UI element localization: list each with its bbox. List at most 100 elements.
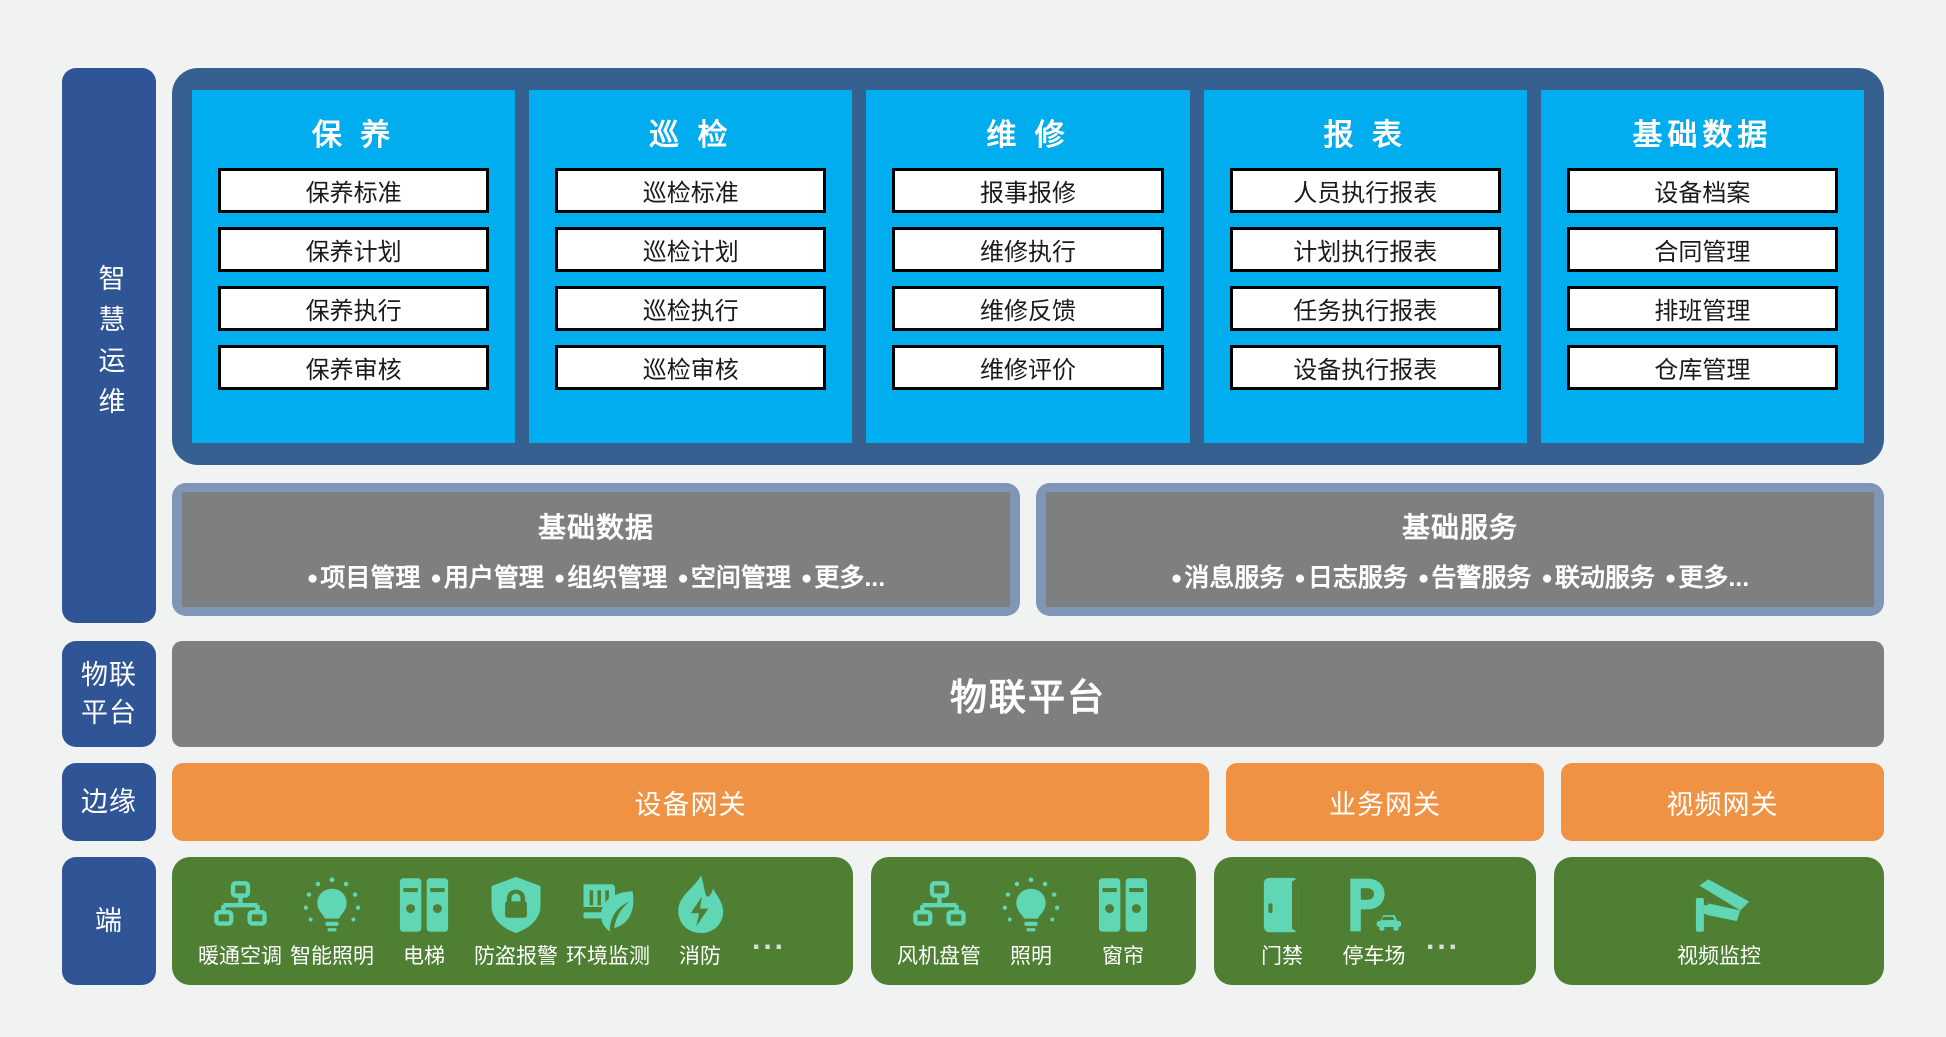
ops-module-item[interactable]: 维修执行 — [892, 227, 1164, 272]
terminal-device-label: 消防 — [679, 945, 721, 968]
foundation-strip: 基础服务●消息服务●日志服务●告警服务●联动服务●更多... — [1036, 483, 1884, 616]
ops-module-item[interactable]: 设备执行报表 — [1229, 345, 1501, 390]
ops-column: 维 修报事报修维修执行维修反馈维修评价 — [866, 90, 1190, 443]
terminal-device[interactable]: 风机盘管 — [893, 872, 985, 970]
foundation-strip-item-label: 告警服务 — [1431, 563, 1532, 592]
terminal-device[interactable]: 智能照明 — [286, 872, 378, 970]
ops-module-item[interactable]: 保养标准 — [218, 168, 490, 213]
ops-module-item[interactable]: 任务执行报表 — [1229, 286, 1501, 331]
rail-iot-platform: 物联平台 — [62, 641, 156, 747]
ops-module-item[interactable]: 保养执行 — [218, 286, 490, 331]
bullet-icon: ● — [430, 567, 442, 589]
ops-module-item[interactable]: 计划执行报表 — [1229, 227, 1501, 272]
terminal-device-label: 暖通空调 — [198, 945, 282, 968]
ops-module-item[interactable]: 保养审核 — [218, 345, 490, 390]
foundation-strip-title: 基础数据 — [537, 511, 654, 543]
foundation-strip-item[interactable]: ●消息服务 — [1171, 558, 1285, 594]
terminal-device[interactable]: 门禁 — [1236, 872, 1328, 970]
edge-gateway-row: 设备网关 业务网关 视频网关 — [172, 763, 1884, 841]
ops-column: 巡 检巡检标准巡检计划巡检执行巡检审核 — [529, 90, 853, 443]
terminal-device-label: 智能照明 — [290, 945, 374, 968]
elevator-doors-icon — [399, 872, 449, 934]
terminal-device[interactable]: 电梯 — [378, 872, 470, 970]
bullet-icon: ● — [1170, 567, 1183, 589]
terminal-device[interactable]: 窗帘 — [1077, 872, 1169, 970]
ops-module-item[interactable]: 人员执行报表 — [1229, 168, 1501, 213]
gateway-business[interactable]: 业务网关 — [1226, 763, 1544, 841]
ops-module-item[interactable]: 巡检执行 — [555, 286, 827, 331]
foundation-strip-item[interactable]: ●项目管理 — [307, 558, 421, 594]
terminal-device-label: 停车场 — [1342, 945, 1406, 968]
ops-module-item[interactable]: 合同管理 — [1566, 227, 1839, 272]
lightbulb-icon — [1002, 872, 1060, 934]
ops-module-item[interactable]: 巡检标准 — [555, 168, 827, 213]
terminal-device-row: 暖通空调 智能照明 电梯 — [172, 857, 1884, 985]
terminal-device[interactable]: 视频监控 — [1673, 872, 1765, 970]
foundation-strip-row: 基础数据●项目管理●用户管理●组织管理●空间管理●更多...基础服务●消息服务●… — [172, 483, 1884, 616]
iot-platform-label: 物联平台 — [950, 677, 1106, 718]
ops-module-item[interactable]: 仓库管理 — [1566, 345, 1839, 390]
bullet-icon: ● — [1541, 567, 1553, 589]
ops-module-item[interactable]: 巡检计划 — [555, 227, 827, 272]
foundation-strip-item[interactable]: ●更多... — [1665, 558, 1749, 594]
foundation-strip-item[interactable]: ●更多... — [801, 558, 885, 594]
more-devices-ellipsis-icon[interactable]: ... — [1426, 923, 1461, 956]
terminal-device-label: 风机盘管 — [897, 945, 981, 968]
ops-module-item[interactable]: 维修评价 — [892, 345, 1164, 390]
terminal-device-label: 视频监控 — [1677, 945, 1761, 968]
gateway-video[interactable]: 视频网关 — [1561, 763, 1884, 841]
ops-column-title: 基础数据 — [1632, 119, 1773, 152]
more-devices-ellipsis-icon[interactable]: ... — [752, 923, 787, 956]
smart-operations-panel: 保 养保养标准保养计划保养执行保养审核巡 检巡检标准巡检计划巡检执行巡检审核维 … — [172, 68, 1884, 465]
gateway-video-label: 视频网关 — [1666, 789, 1779, 820]
foundation-strip-item[interactable]: ●告警服务 — [1418, 558, 1532, 594]
foundation-strip-item[interactable]: ●组织管理 — [554, 558, 668, 594]
rail-label-iot-platform: 物联平台 — [81, 659, 137, 728]
foundation-strip-item-label: 空间管理 — [690, 563, 791, 592]
door-icon — [1260, 872, 1304, 934]
ops-column-title: 保 养 — [311, 119, 396, 152]
foundation-strip-item-label: 日志服务 — [1307, 563, 1408, 592]
terminal-device-card: 风机盘管 照明 窗帘 — [871, 857, 1196, 985]
foundation-strip-item[interactable]: ●日志服务 — [1294, 558, 1408, 594]
terminal-device[interactable]: 停车场 — [1328, 872, 1420, 970]
cctv-camera-icon — [1687, 872, 1751, 934]
ops-module-item[interactable]: 维修反馈 — [892, 286, 1164, 331]
ops-module-item[interactable]: 排班管理 — [1566, 286, 1839, 331]
foundation-strip-item[interactable]: ●联动服务 — [1541, 558, 1655, 594]
foundation-strip-items: ●消息服务●日志服务●告警服务●联动服务●更多... — [1171, 558, 1749, 594]
foundation-strip-item[interactable]: ●用户管理 — [430, 558, 544, 594]
foundation-strip-items: ●项目管理●用户管理●组织管理●空间管理●更多... — [307, 558, 885, 594]
ops-module-item[interactable]: 设备档案 — [1566, 168, 1839, 213]
terminal-device-label: 照明 — [1010, 945, 1052, 968]
flame-bolt-icon — [676, 872, 724, 934]
rail-label-smart-operations: 智慧运维 — [94, 263, 125, 428]
foundation-strip-item-label: 用户管理 — [443, 563, 544, 592]
ops-column-title: 维 修 — [986, 119, 1070, 152]
terminal-device[interactable]: 消防 — [654, 872, 746, 970]
network-topology-icon — [911, 872, 967, 934]
shield-lock-icon — [490, 872, 542, 934]
ops-column-title: 巡 检 — [649, 119, 733, 152]
ops-module-item[interactable]: 巡检审核 — [555, 345, 827, 390]
foundation-strip-body: 基础服务●消息服务●日志服务●告警服务●联动服务●更多... — [1046, 492, 1874, 607]
leaf-sensor-icon — [580, 872, 636, 934]
ops-module-item[interactable]: 保养计划 — [218, 227, 490, 272]
parking-icon — [1345, 872, 1403, 934]
terminal-device-label: 电梯 — [403, 945, 445, 968]
terminal-device[interactable]: 环境监测 — [562, 872, 654, 970]
iot-platform-bar: 物联平台 — [172, 641, 1884, 747]
foundation-strip-item-label: 消息服务 — [1184, 563, 1285, 592]
terminal-device[interactable]: 暖通空调 — [194, 872, 286, 970]
terminal-device-card: 门禁 停车场... — [1214, 857, 1536, 985]
gateway-device[interactable]: 设备网关 — [172, 763, 1209, 841]
bullet-icon: ● — [800, 567, 813, 589]
foundation-strip-item[interactable]: ●空间管理 — [677, 558, 791, 594]
rail-label-terminal: 端 — [95, 905, 123, 936]
foundation-strip-body: 基础数据●项目管理●用户管理●组织管理●空间管理●更多... — [182, 492, 1010, 607]
terminal-device[interactable]: 照明 — [985, 872, 1077, 970]
bullet-icon: ● — [553, 567, 566, 589]
ops-module-item[interactable]: 报事报修 — [892, 168, 1164, 213]
terminal-device[interactable]: 防盗报警 — [470, 872, 562, 970]
